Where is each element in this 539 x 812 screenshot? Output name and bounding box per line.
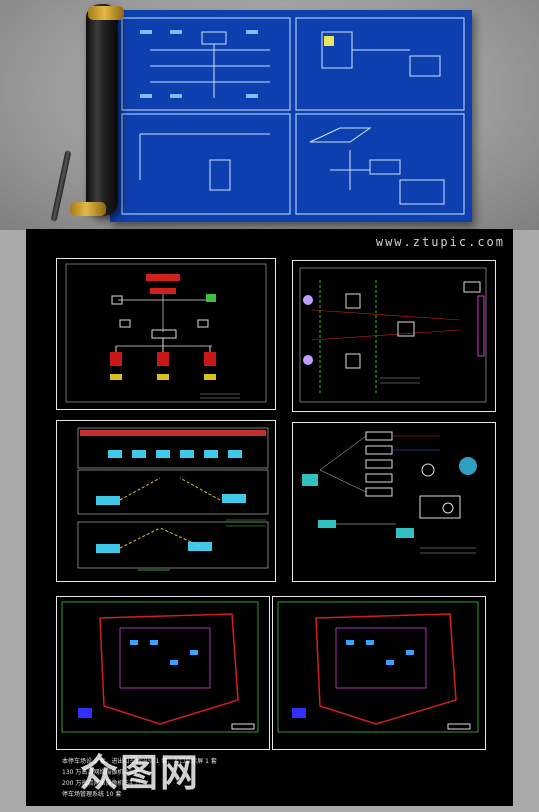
system-diagram (65, 263, 267, 403)
parking-section (77, 427, 269, 571)
blueprint-roll (86, 4, 118, 216)
roll-cap-bottom (70, 202, 106, 216)
panel-floor-plan-1 (56, 596, 270, 750)
logo-watermark: 众图网 (80, 751, 201, 795)
watermark: www.ztupic.com (375, 235, 505, 249)
note-line: 本停车场设 2 套，进出口车牌识别 1 套，入口显示屏 1 套 (62, 758, 217, 765)
floor-plan-right (277, 601, 479, 733)
roll-cap-top (88, 6, 124, 20)
floor-plan-left (61, 601, 259, 733)
panel-floor-plan-2 (272, 596, 486, 750)
panel-parking-section (56, 420, 276, 582)
note-line: 200 万高清网络摄像机 54 台 (62, 780, 141, 787)
note-line: 130 万高清网络摄像机 40 台 (62, 769, 141, 776)
panel-wiring-diagram (292, 260, 496, 412)
camera-detail (302, 431, 477, 554)
note-line: 停车场管理系统 10 套 (62, 791, 122, 798)
panel-system-diagram (56, 258, 276, 410)
wiring-diagram (299, 267, 487, 403)
blueprint-sheet (110, 10, 472, 222)
panel-camera-detail (292, 422, 496, 582)
blueprint-drawing (121, 17, 465, 215)
notes-block: 本停车场设 2 套，进出口车牌识别 1 套，入口显示屏 1 套 130 万高清网… (62, 756, 217, 800)
